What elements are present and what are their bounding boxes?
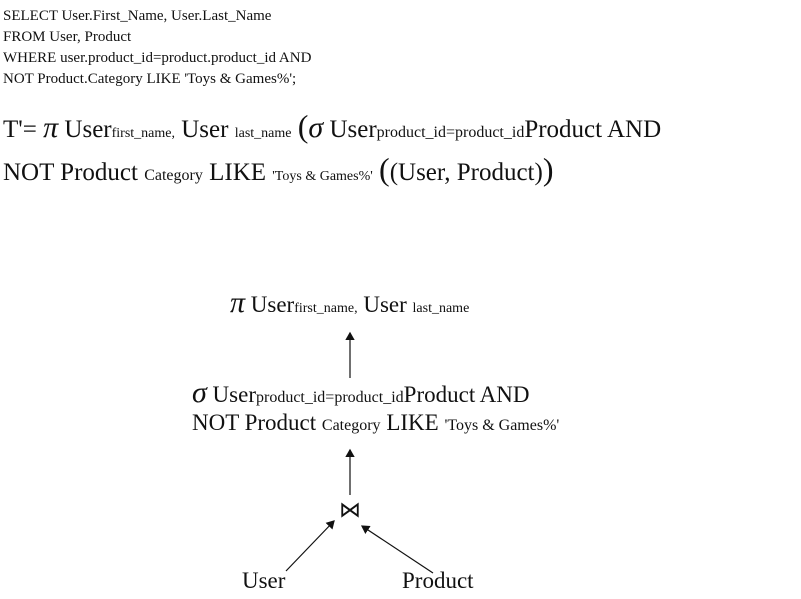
category-subscript: Category xyxy=(144,167,203,184)
sql-line-from: FROM User, Product xyxy=(3,29,132,45)
formula-lhs: T'= xyxy=(3,116,37,143)
projection-node: π Userfirst_name, User last_name xyxy=(230,286,469,320)
close-paren: ) xyxy=(542,151,554,187)
sql-line-where: WHERE user.product_id=product.product_id… xyxy=(3,50,312,66)
tree-like: LIKE xyxy=(386,410,439,435)
tree-join-condition-subscript: product_id=product_id xyxy=(255,389,404,406)
relational-algebra-line-1: T'= π Userfirst_name, User last_name (σ … xyxy=(3,108,661,145)
tree-sigma-symbol: σ xyxy=(192,376,207,409)
sigma-symbol: σ xyxy=(308,111,324,144)
tree-user-2: User xyxy=(363,292,407,317)
formula-user-1: User xyxy=(64,116,112,143)
last-name-subscript: last_name xyxy=(234,126,292,141)
sql-line-not: NOT Product.Category LIKE 'Toys & Games%… xyxy=(3,71,297,87)
sql-line-select: SELECT User.First_Name, User.Last_Name xyxy=(3,8,272,24)
selection-node-line-1: σ Userproduct_id=product_idProduct AND xyxy=(192,376,530,410)
tree-user-1: User xyxy=(250,292,295,317)
sql-query: SELECT User.First_Name, User.Last_Name F… xyxy=(3,6,311,90)
first-name-subscript: first_name, xyxy=(111,126,175,141)
tree-product-and: Product AND xyxy=(403,382,530,407)
leaf-product: Product xyxy=(402,568,474,593)
tree-pi-symbol: π xyxy=(230,286,246,319)
tree-not-product: NOT Product xyxy=(192,410,317,435)
formula-pattern: 'Toys & Games%' xyxy=(272,169,373,184)
pi-symbol: π xyxy=(43,111,59,144)
tree-selection-user: User xyxy=(212,382,256,407)
join-condition-subscript: product_id=product_id xyxy=(376,124,525,141)
relational-algebra-line-2: NOT Product Category LIKE 'Toys & Games%… xyxy=(3,151,553,188)
formula-user-2: User xyxy=(181,116,229,143)
open-paren: ( xyxy=(297,108,309,144)
tree-category-subscript: Category xyxy=(321,417,381,434)
arrow-product-to-join xyxy=(360,525,434,574)
join-node: ⋈ xyxy=(339,497,361,522)
tree-pattern: 'Toys & Games%' xyxy=(444,417,560,434)
formula-not-product: NOT Product xyxy=(3,159,138,186)
formula-like: LIKE xyxy=(209,159,267,186)
selection-node-line-2: NOT Product Category LIKE 'Toys & Games%… xyxy=(192,410,559,436)
leaf-user: User xyxy=(242,568,286,593)
formula-user-3: User xyxy=(329,116,377,143)
formula-product-and: Product AND xyxy=(524,116,662,143)
arrow-user-to-join xyxy=(285,520,335,572)
tree-first-name-subscript: first_name, xyxy=(294,301,358,316)
formula-relations: (User, Product) xyxy=(389,159,543,186)
tree-last-name-subscript: last_name xyxy=(412,301,470,316)
formula-relations-open: ( xyxy=(379,151,390,187)
